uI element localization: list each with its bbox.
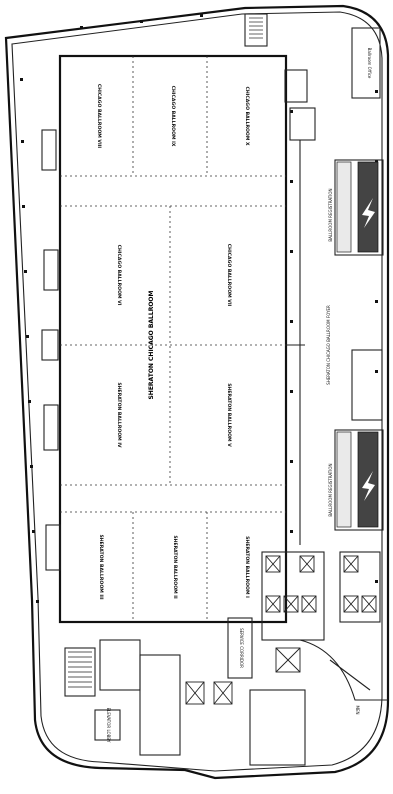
main-ballroom-label: SHERATON CHICAGO BALLROOM bbox=[148, 290, 155, 399]
elevator-bank-right bbox=[339, 551, 381, 623]
lobby-label: ELEVATOR LOBBY bbox=[106, 708, 111, 743]
room-bottom-1 bbox=[99, 639, 141, 691]
stair-top bbox=[249, 17, 263, 39]
room-label-ii: SHERATON BALLROOM II bbox=[172, 535, 178, 599]
curved-corridor bbox=[299, 639, 388, 701]
left-room-3 bbox=[41, 329, 59, 361]
left-room-2 bbox=[43, 249, 59, 291]
stair-bottom-left bbox=[64, 647, 96, 697]
room-label-v: SHERATON BALLROOM V bbox=[226, 383, 232, 447]
room-bottom-4 bbox=[94, 709, 121, 741]
stair-bottom-lines bbox=[68, 651, 92, 688]
room-label-iv: SHERATON BALLROOM IV bbox=[116, 382, 122, 448]
registration-counter-top bbox=[334, 159, 384, 256]
room-label-iii: SHERATON BALLROOM III bbox=[98, 534, 104, 599]
outer-wall bbox=[4, 4, 390, 780]
left-room-4 bbox=[43, 404, 59, 451]
service-room-2 bbox=[284, 69, 308, 103]
escalator-bot-1 bbox=[336, 431, 352, 528]
restroom-label: MEN bbox=[355, 706, 360, 715]
elevator-bank-left bbox=[261, 551, 325, 641]
room-label-x: CHICAGO BALLROOM X bbox=[244, 86, 250, 146]
room-bottom-2 bbox=[139, 654, 181, 756]
inner-wall bbox=[11, 11, 383, 772]
room-label-vi: CHICAGO BALLROOM VI bbox=[116, 245, 122, 306]
arrow-icon-2 bbox=[362, 471, 375, 501]
service-label: SERVICE CORRIDOR bbox=[239, 628, 244, 668]
service-room-3 bbox=[289, 107, 316, 141]
office-label: Ballroom Office bbox=[367, 48, 372, 79]
registration-label-top: BALLROOM REGISTRATION bbox=[328, 188, 333, 241]
left-room-1 bbox=[41, 129, 57, 171]
stair-bottom-mid bbox=[227, 617, 253, 679]
left-room-5 bbox=[45, 524, 61, 571]
service-room-1 bbox=[244, 13, 268, 47]
room-label-viii: CHICAGO BALLROOM VIII bbox=[96, 84, 102, 149]
registration-label-bottom: BALLROOM REGISTRATION bbox=[328, 463, 333, 516]
door-swing bbox=[329, 659, 371, 691]
foyer-label: SHERATON CHICAGO BALLROOM FOYER bbox=[326, 305, 331, 385]
registration-counter-bottom bbox=[334, 429, 384, 531]
escalator-top-1 bbox=[336, 161, 352, 253]
room-label-ix: CHICAGO BALLROOM IX bbox=[170, 86, 176, 147]
arrow-icon bbox=[362, 198, 375, 228]
room-bottom-3 bbox=[249, 689, 306, 766]
column-markers bbox=[20, 14, 378, 603]
elevator-cars bbox=[185, 555, 377, 705]
office-room bbox=[351, 27, 381, 99]
room-label-i: SHERATON BALLROOM I bbox=[244, 536, 250, 598]
main-ballroom bbox=[58, 54, 288, 624]
room-label-vii: CHICAGO BALLROOM VII bbox=[226, 244, 232, 307]
foyer-room bbox=[351, 349, 383, 421]
